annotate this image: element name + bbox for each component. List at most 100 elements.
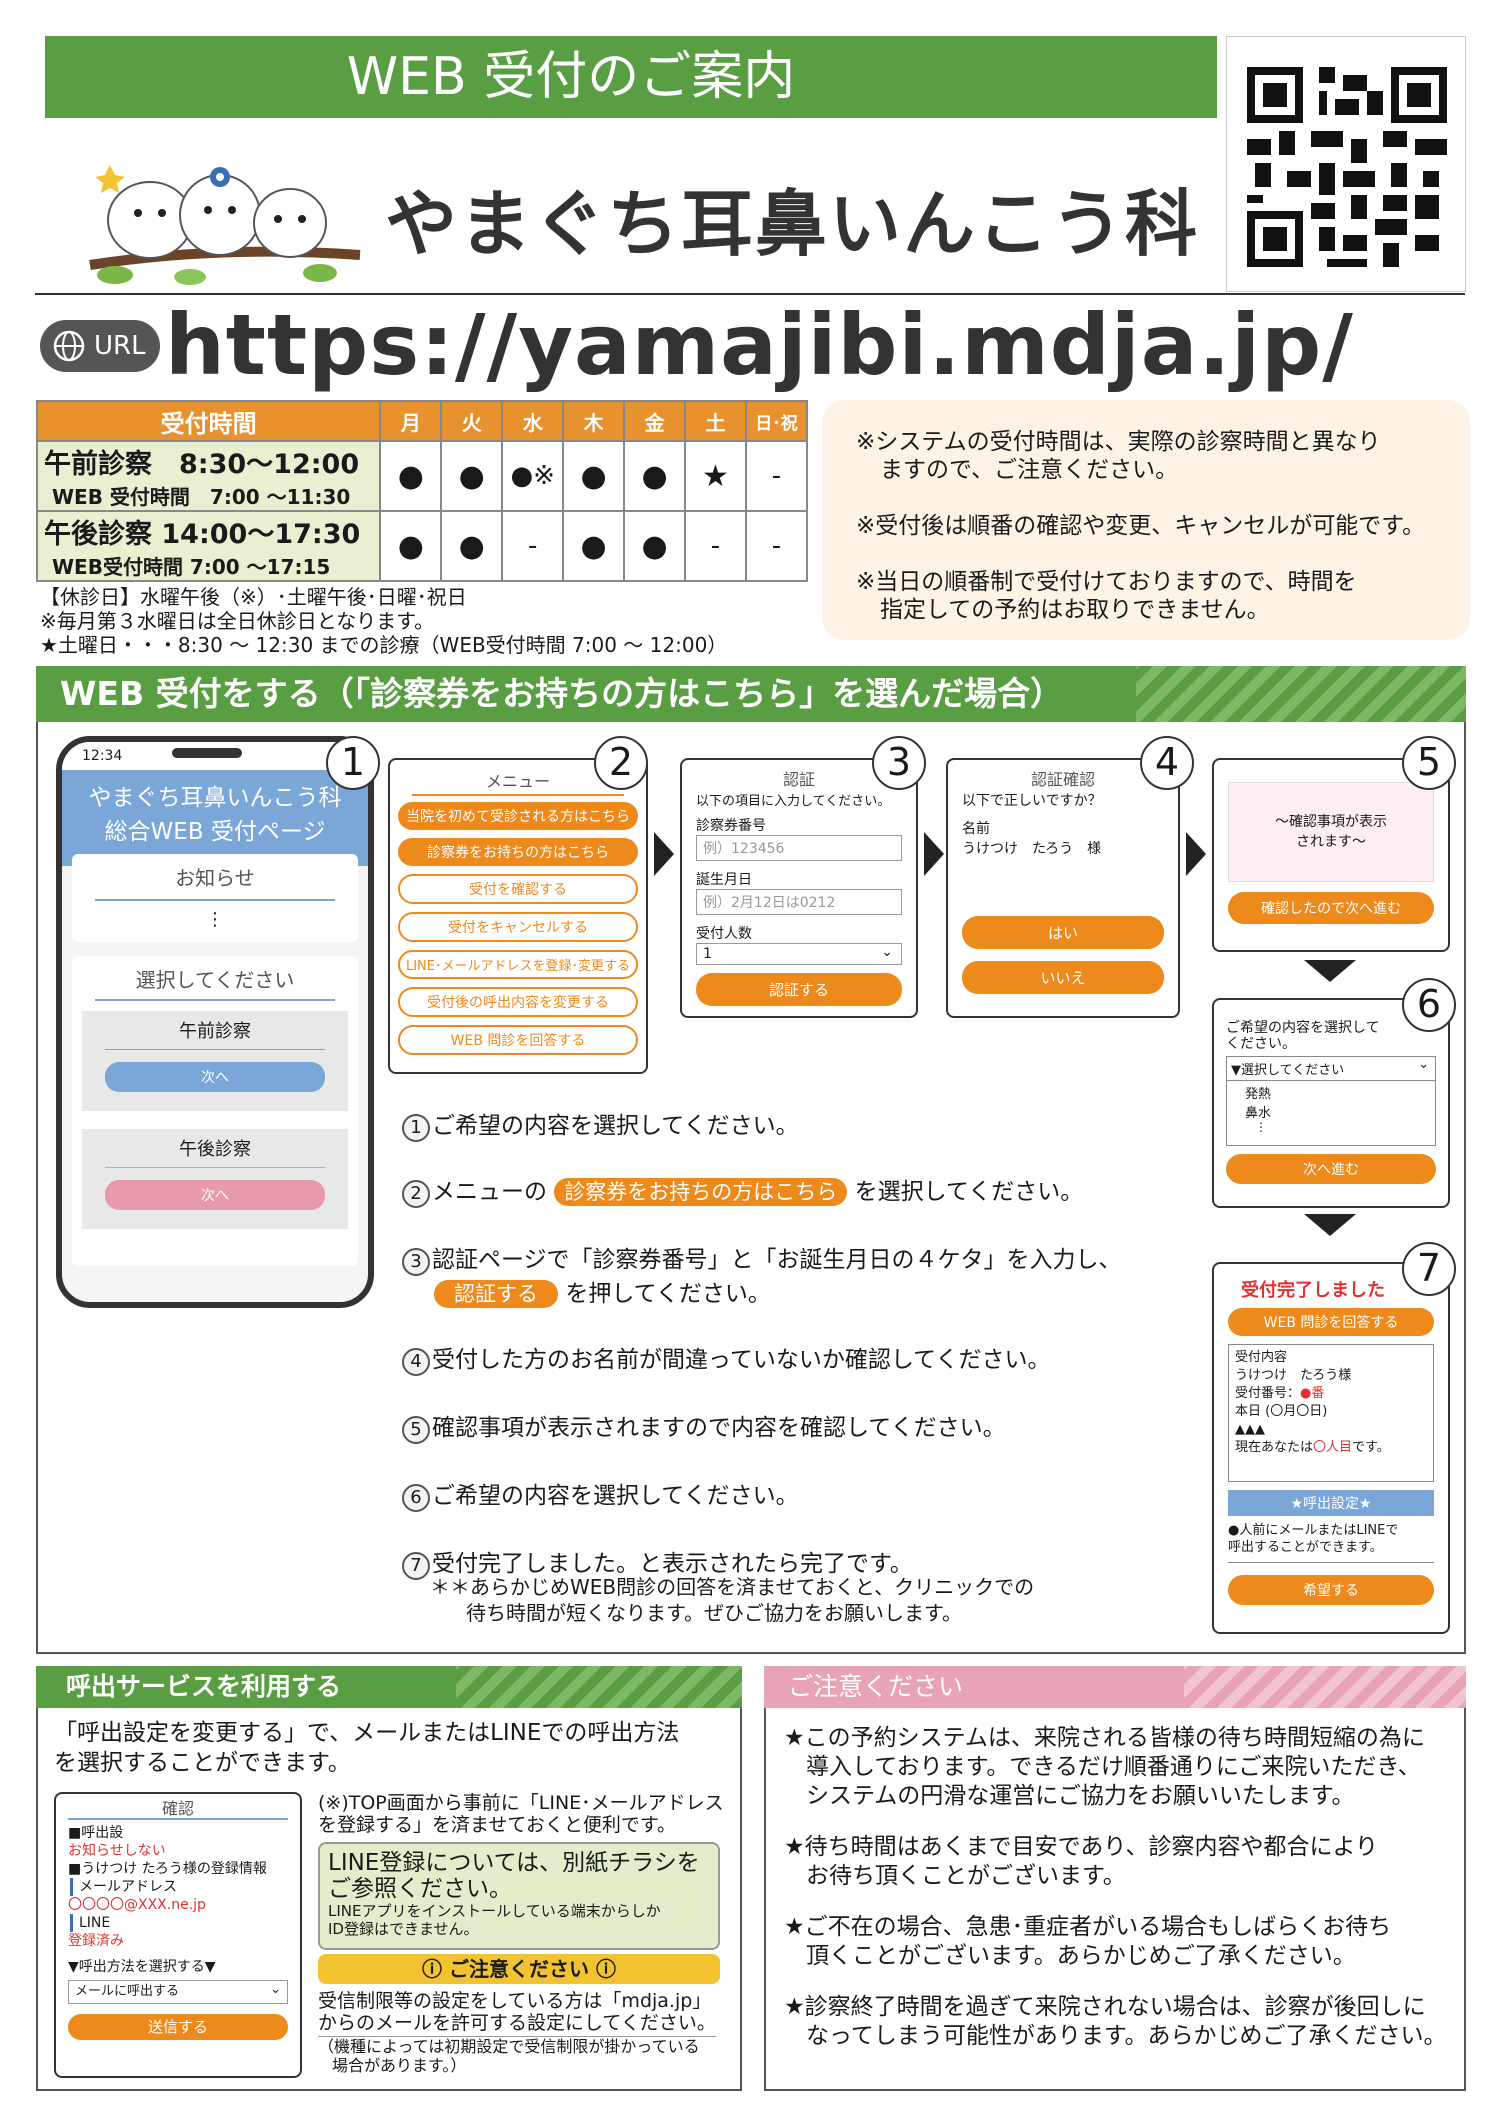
symptom-option[interactable]: 発熱 — [1245, 1087, 1272, 1102]
queue-prefix: 現在あなたは — [1235, 1440, 1314, 1455]
menu-first-visit[interactable]: 当院を初めて受診される方はこちら — [398, 802, 638, 830]
call-mock-title: 確認 — [68, 1800, 288, 1820]
receipt-number-value: ●番 — [1300, 1386, 1325, 1401]
schedule-notes: 【休診日】水曜午後（※）･土曜午後･日曜･祝日 ※毎月第３水曜日は全日休診日とな… — [40, 585, 727, 657]
instruction-text: 確認事項が表示されますので内容を確認してください。 — [432, 1415, 1006, 1441]
pm-next-button[interactable]: 次へ — [105, 1180, 325, 1210]
instruction-7-note: ＊＊あらかじめWEB問診の回答を済ませておくと、クリニックでの 待ち時間が短くな… — [430, 1574, 1034, 1626]
pm-option: 午後診察 次へ — [82, 1129, 348, 1229]
menu-change-call[interactable]: 受付後の呼出内容を変更する — [398, 987, 638, 1017]
instruction-number: 4 — [402, 1348, 430, 1376]
call-mock-line: ■うけつけ たろう様の登録情報 — [68, 1861, 267, 1877]
auth-intro: 以下の項目に入力してください。 — [696, 794, 891, 809]
auth-submit-button[interactable]: 認証する — [696, 973, 902, 1006]
confirm-items-text-1: ～確認事項が表示 — [1275, 814, 1387, 830]
symptom-select-label: ▼選択してください — [1231, 1063, 1345, 1078]
qr-code[interactable] — [1226, 36, 1466, 292]
confirm-screen: 認証確認 以下で正しいですか？ 名前 うけつけ たろう 様 はい いいえ — [946, 758, 1180, 1018]
proceed-button[interactable]: 次へ進む — [1226, 1154, 1436, 1184]
header-divider — [35, 293, 1465, 295]
note-line: 待ち時間が短くなります。ぜひご協力をお願いします。 — [466, 1601, 962, 1625]
qr-code-icon — [1247, 67, 1447, 267]
symptom-option[interactable]: 鼻水 — [1245, 1106, 1272, 1121]
completion-screen: 受付完了しました WEB 問診を回答する 受付内容 うけつけ たろう様 受付番号… — [1212, 1262, 1450, 1634]
step-number: 7 — [1402, 1242, 1456, 1296]
auth-title: 認証 — [782, 770, 815, 789]
step-number: 3 — [872, 736, 926, 790]
note-line: ＊＊あらかじめWEB問診の回答を済ませておくと、クリニックでの — [430, 1575, 1035, 1599]
phone-select-label: 選択してください — [135, 968, 295, 992]
pm-mark: ● — [379, 510, 443, 582]
symptom-select[interactable]: ▼選択してください ⌄ — [1227, 1057, 1435, 1081]
pm-label-cell: 午後診察 14:00～17:30 WEB受付時間 7:00 ～17:15 — [35, 510, 382, 582]
birthday-input[interactable]: 例）2月12日は0212 — [696, 889, 902, 915]
receipt-label: 受付内容 — [1235, 1350, 1288, 1365]
menu-check[interactable]: 受付を確認する — [398, 874, 638, 904]
caution-line: 頂くことがございます。あらかじめご了承ください。 — [806, 1943, 1356, 1969]
arrow-down-icon — [1304, 960, 1356, 982]
step-number: 5 — [1402, 736, 1456, 790]
line-reg-sub: ID登録はできません。 — [328, 1920, 479, 1938]
pm-web-hours: WEB受付時間 7:00 ～17:15 — [52, 555, 331, 579]
phone-notice-card[interactable]: お知らせ ⋮ — [72, 854, 358, 942]
menu-line-email[interactable]: LINE･メールアドレスを登録･変更する — [398, 950, 638, 979]
questionnaire-button[interactable]: WEB 問診を回答する — [1228, 1308, 1434, 1336]
warning-text: 受信制限等の設定をしている方は「mdja.jp」 からのメールを許可する設定にし… — [318, 1990, 716, 2075]
instruction-text: ご希望の内容を選択してください。 — [432, 1113, 799, 1139]
no-button[interactable]: いいえ — [962, 961, 1164, 994]
call-method-select[interactable]: メールに呼出する ⌄ — [68, 1980, 288, 2004]
warning-line: からのメールを許可する設定にしてください。 — [318, 2012, 716, 2037]
call-settings-text-1: ●人前にメールまたはLINEで — [1228, 1523, 1399, 1538]
menu-title: メニュー — [412, 768, 624, 796]
count-select[interactable]: 1 ⌄ — [696, 943, 902, 965]
receipt-dept: ▲▲▲ — [1235, 1422, 1265, 1437]
title-banner: WEB 受付のご案内 — [45, 36, 1217, 118]
call-settings-header: ★呼出設定★ — [1228, 1490, 1434, 1516]
queue-position: 現在あなたは〇人目です。 — [1235, 1439, 1427, 1457]
select-content-screen: ご希望の内容を選択して ください。 ▼選択してください ⌄ 発熱 鼻水 ⋮ 次へ… — [1212, 998, 1450, 1208]
caution-line: システムの円滑な運営にご協力をお願いいたします。 — [806, 1783, 1355, 1809]
birthday-label: 誕生月日 — [696, 872, 752, 888]
warning-sub: 場合があります。） — [332, 2056, 467, 2075]
day-sun-holiday: 日･祝 — [744, 400, 809, 442]
receipt-details: 受付内容 うけつけ たろう様 受付番号：●番 本日 (〇月〇日) ▲▲▲ 現在あ… — [1228, 1344, 1434, 1482]
call-mock-line: ■呼出設 — [68, 1825, 124, 1841]
call-mock-email: 〇〇〇〇@XXX.ne.jp — [68, 1897, 206, 1913]
warning-sub: （機種によっては初期設定で受信制限が掛かっている — [318, 2037, 700, 2056]
clinic-url-link[interactable]: https://yamajibi.mdja.jp/ — [165, 296, 1354, 394]
menu-screen: メニュー 当院を初めて受診される方はこちら 診察券をお持ちの方はこちら 受付を確… — [388, 758, 648, 1074]
confirm-items-screen: ～確認事項が表示 されます～ 確認したので次へ進む — [1212, 758, 1450, 952]
warning-title: ご注意ください — [449, 1957, 589, 1981]
am-next-button[interactable]: 次へ — [105, 1062, 325, 1092]
phone-notice: お知らせ — [175, 866, 255, 890]
more-dots-icon: ⋮ — [1255, 1120, 1267, 1134]
pm-mark: ● — [562, 510, 626, 582]
caution-item: ★この予約システムは、来院される皆様の待ち時間短縮の為に 導入しております。でき… — [784, 1724, 1454, 1811]
am-web-hours: WEB 受付時間 7:00 ～11:30 — [52, 485, 351, 509]
pm-mark: - — [744, 510, 809, 582]
call-mock-method-label: ▼呼出方法を選択する▼ — [68, 1959, 216, 1975]
yes-button[interactable]: はい — [962, 916, 1164, 949]
call-note-line: (※)TOP画面から事前に「LINE･メールアドレス — [318, 1792, 724, 1814]
confirm-question: 以下で正しいですか？ — [962, 793, 1102, 809]
info-note: 指定しての予約はお取りできません。 — [880, 597, 1270, 623]
menu-questionnaire[interactable]: WEB 問診を回答する — [398, 1025, 638, 1055]
section-title: WEB 受付をする（「診察券をお持ちの方はこちら」を選んだ場合） — [36, 666, 1136, 722]
am-label-cell: 午前診察 8:30～12:00 WEB 受付時間 7:00 ～11:30 — [35, 440, 382, 512]
menu-cancel[interactable]: 受付をキャンセルする — [398, 912, 638, 942]
line-reg-text: ご参照ください。 — [328, 1876, 512, 1902]
section-header: WEB 受付をする（「診察券をお持ちの方はこちら」を選んだ場合） — [36, 666, 1466, 722]
confirmed-next-button[interactable]: 確認したので次へ進む — [1228, 892, 1434, 924]
phone-select-card: 選択してください 午前診察 次へ 午後診察 次へ — [72, 956, 358, 1266]
instruction-number: 5 — [402, 1416, 430, 1444]
symptom-list[interactable]: ▼選択してください ⌄ 発熱 鼻水 ⋮ — [1226, 1056, 1436, 1146]
receipt-number-label: 受付番号： — [1235, 1386, 1301, 1401]
instruction-text: メニューの — [432, 1179, 547, 1205]
request-call-button[interactable]: 希望する — [1228, 1575, 1434, 1605]
send-button[interactable]: 送信する — [68, 2014, 288, 2040]
menu-have-card[interactable]: 診察券をお持ちの方はこちら — [398, 838, 638, 866]
card-number-input[interactable]: 例）123456 — [696, 835, 902, 861]
